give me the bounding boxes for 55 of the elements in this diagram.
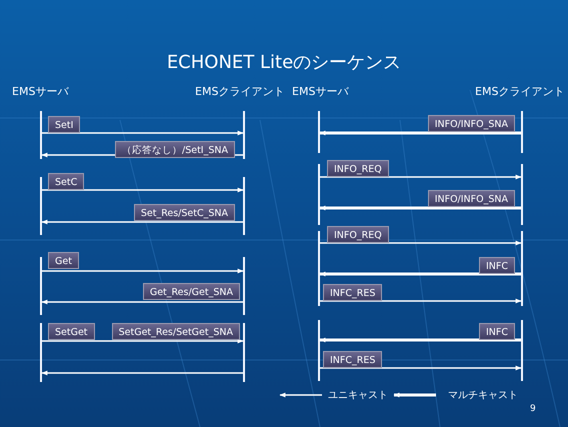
page-number: 9 [530, 404, 536, 414]
message-label: SetGet [48, 323, 95, 340]
message-label: （応答なし）/SetI_SNA [115, 141, 235, 158]
lifeline [521, 231, 523, 306]
message-arrow [320, 240, 522, 246]
lifeline [243, 177, 245, 235]
message-label: INFO_REQ [327, 226, 389, 243]
lifeline [40, 257, 42, 315]
message-arrow [41, 370, 243, 376]
lifeline-header: EMSサーバ [292, 84, 348, 99]
message-arrow [41, 300, 243, 304]
lifeline [521, 111, 523, 153]
message-arrow [42, 188, 244, 192]
message-arrow [319, 272, 521, 276]
lifeline [243, 111, 245, 159]
message-label: INFC_RES [323, 284, 382, 301]
message-arrow [42, 268, 244, 274]
lifeline [521, 320, 523, 381]
message-arrow [320, 174, 522, 180]
title: ECHONET Liteのシーケンス [166, 51, 402, 74]
lifeline [243, 257, 245, 315]
message-label: INFO_REQ [327, 160, 389, 177]
message-arrow [320, 298, 522, 304]
message-label: INFO/INFO_SNA [428, 190, 515, 207]
lifeline [243, 323, 245, 382]
message-label: INFC [478, 257, 515, 274]
message-label: SetGet_Res/SetGet_SNA [112, 323, 240, 340]
message-arrow [41, 220, 243, 224]
message-arrow [319, 206, 521, 210]
lifeline-header: EMSクライアント [195, 84, 284, 99]
lifeline [318, 231, 320, 306]
legend-text: ユニキャスト [328, 389, 388, 402]
lifeline [318, 164, 320, 225]
lifeline [318, 111, 320, 153]
message-label: SetI [48, 116, 80, 133]
lifeline [40, 111, 42, 159]
lifeline [40, 177, 42, 235]
legend-text: マルチキャスト [448, 389, 518, 402]
message-arrow [320, 366, 522, 370]
message-arrow [42, 130, 244, 136]
lifeline-header: EMSクライアント [475, 84, 564, 99]
message-label: INFC [478, 323, 515, 340]
message-arrow [319, 130, 521, 136]
message-label: SetC [48, 173, 84, 190]
message-label: INFC_RES [323, 351, 382, 368]
message-label: Get [48, 252, 79, 269]
message-arrow [319, 338, 521, 342]
message-arrow [42, 338, 244, 344]
message-label: Set_Res/SetC_SNA [134, 204, 235, 221]
message-label: INFO/INFO_SNA [428, 115, 515, 132]
lifeline [318, 320, 320, 381]
message-label: Get_Res/Get_SNA [142, 283, 240, 300]
lifeline [40, 323, 42, 382]
lifeline-header: EMSサーバ [12, 84, 68, 99]
lifeline [521, 164, 523, 225]
